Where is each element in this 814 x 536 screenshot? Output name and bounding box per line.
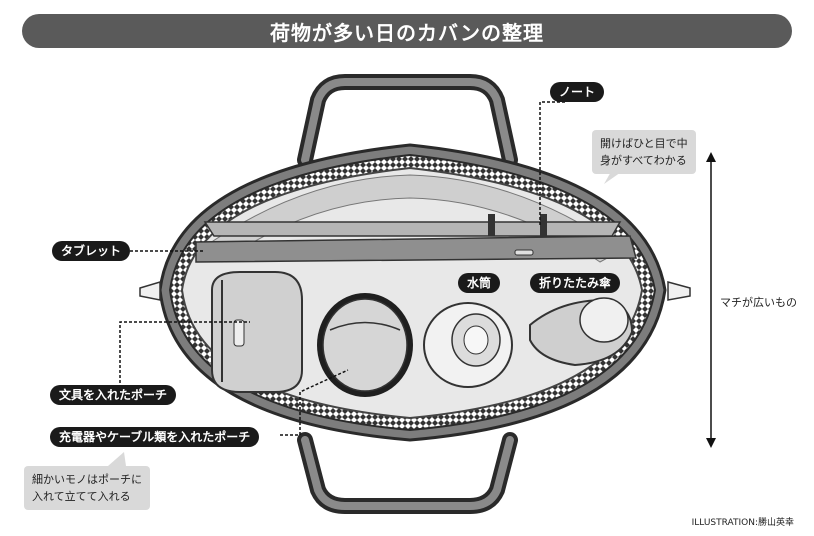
page-title: 荷物が多い日のカバンの整理 (270, 20, 544, 45)
vertical-double-arrow-icon (706, 152, 716, 448)
label-notebook: ノート (550, 82, 605, 102)
label-tablet: タブレット (52, 241, 131, 261)
top-handle (297, 74, 518, 168)
stationery-pouch (211, 271, 303, 393)
note-small-line1: 細かいモノはポーチに (32, 473, 142, 486)
water-bottle (423, 302, 513, 388)
illustration-credit: ILLUSTRATION:勝山英幸 (691, 518, 794, 528)
side-label-wide-gusset: マチが広いもの (720, 296, 797, 309)
note-open-view: 開けばひと目で中 身がすべてわかる (592, 130, 696, 174)
title-banner: 荷物が多い日のカバンの整理 (22, 14, 792, 48)
note-small-items: 細かいモノはポーチに 入れて立てて入れる (24, 466, 150, 510)
leader-lines (119, 101, 565, 436)
note-open-line2: 身がすべてわかる (600, 154, 687, 167)
charger-pouch (317, 293, 413, 397)
label-water-bottle: 水筒 (458, 273, 501, 293)
note-small-line2: 入れて立てて入れる (32, 490, 131, 503)
bottom-handle (297, 432, 518, 514)
note-open-line1: 開けばひと目で中 (600, 137, 688, 150)
tablet (195, 235, 637, 263)
label-stationery-pouch: 文具を入れたポーチ (50, 385, 177, 405)
folding-umbrella (529, 297, 634, 367)
zipper-pull-right (667, 281, 691, 301)
label-charger-pouch: 充電器やケーブル類を入れたポーチ (50, 427, 260, 447)
zipper-pull-left (139, 280, 161, 301)
label-folding-umbrella: 折りたたみ傘 (530, 273, 621, 293)
